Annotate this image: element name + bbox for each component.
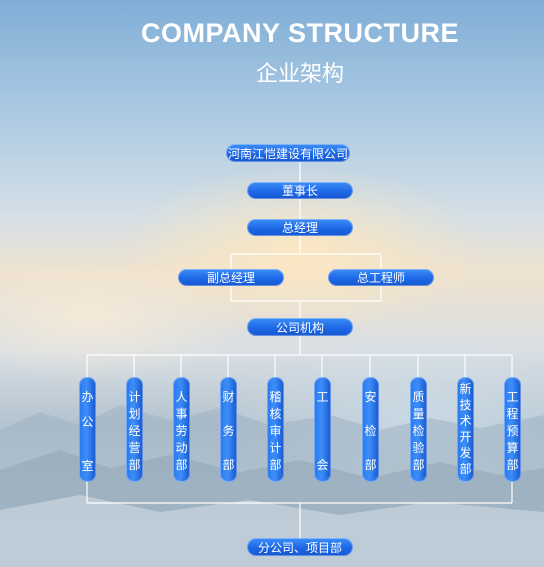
branches-node: 分公司、项目部 bbox=[247, 538, 353, 556]
dept-char: 审 bbox=[269, 424, 282, 438]
organization-node: 公司机构 bbox=[247, 318, 353, 336]
dept-char: 会 bbox=[316, 458, 329, 472]
chief-engineer-node: 总工程师 bbox=[328, 269, 434, 286]
dept-char: 经 bbox=[128, 424, 141, 438]
dept-char: 部 bbox=[412, 458, 425, 472]
general-manager-node: 总经理 bbox=[247, 219, 353, 236]
dept-planning: 计 划 经 营 部 bbox=[126, 377, 143, 482]
dept-char: 劳 bbox=[175, 424, 188, 438]
dept-char: 部 bbox=[364, 458, 377, 472]
dept-char: 工 bbox=[316, 390, 329, 404]
dept-char: 务 bbox=[222, 424, 235, 438]
dept-char: 预 bbox=[506, 424, 519, 438]
dept-char: 营 bbox=[128, 441, 141, 455]
dept-char: 算 bbox=[506, 441, 519, 455]
page-title-english: COMPANY STRUCTURE bbox=[140, 18, 459, 48]
dept-char: 技 bbox=[459, 398, 472, 412]
dept-tech-development: 新 技 术 开 发 部 bbox=[457, 377, 474, 482]
dept-audit: 稽 核 审 计 部 bbox=[267, 377, 284, 482]
dept-union: 工 会 bbox=[314, 377, 331, 482]
dept-char: 检 bbox=[412, 424, 425, 438]
dept-char: 部 bbox=[459, 462, 472, 476]
dept-char: 核 bbox=[269, 407, 282, 421]
dept-char: 公 bbox=[81, 415, 94, 429]
dept-char: 办 bbox=[81, 390, 94, 404]
dept-finance: 财 务 部 bbox=[220, 377, 237, 482]
dept-char: 稽 bbox=[269, 390, 282, 404]
dept-char: 财 bbox=[222, 390, 235, 404]
dept-char: 量 bbox=[412, 407, 425, 421]
dept-char: 程 bbox=[506, 407, 519, 421]
dept-char: 计 bbox=[128, 390, 141, 404]
dept-char: 部 bbox=[128, 458, 141, 472]
dept-char: 动 bbox=[175, 441, 188, 455]
dept-safety: 安 检 部 bbox=[362, 377, 379, 482]
page-title-chinese: 企业架构 bbox=[255, 62, 344, 87]
deputy-gm-node: 副总经理 bbox=[178, 269, 284, 286]
dept-char: 部 bbox=[269, 458, 282, 472]
dept-char: 开 bbox=[459, 430, 472, 444]
dept-budget: 工 程 预 算 部 bbox=[504, 377, 521, 482]
dept-char: 工 bbox=[506, 390, 519, 404]
dept-char: 质 bbox=[412, 390, 425, 404]
dept-char: 安 bbox=[364, 390, 377, 404]
dept-char: 室 bbox=[81, 459, 94, 473]
dept-quality: 质 量 检 验 部 bbox=[410, 377, 427, 482]
dept-char: 发 bbox=[459, 446, 472, 460]
dept-char: 事 bbox=[175, 407, 188, 421]
chairman-node: 董事长 bbox=[247, 182, 353, 199]
dept-char: 验 bbox=[412, 441, 425, 455]
dept-char: 检 bbox=[364, 424, 377, 438]
dept-char: 部 bbox=[175, 458, 188, 472]
dept-char: 术 bbox=[459, 414, 472, 428]
dept-char: 部 bbox=[506, 458, 519, 472]
dept-hr: 人 事 劳 动 部 bbox=[173, 377, 190, 482]
company-node: 河南江恺建设有限公司 bbox=[226, 144, 350, 162]
dept-char: 计 bbox=[269, 441, 282, 455]
dept-char: 人 bbox=[175, 390, 188, 404]
dept-office: 办 公 室 bbox=[79, 377, 96, 482]
dept-char: 新 bbox=[459, 382, 472, 396]
dept-char: 部 bbox=[222, 458, 235, 472]
dept-char: 划 bbox=[128, 407, 141, 421]
